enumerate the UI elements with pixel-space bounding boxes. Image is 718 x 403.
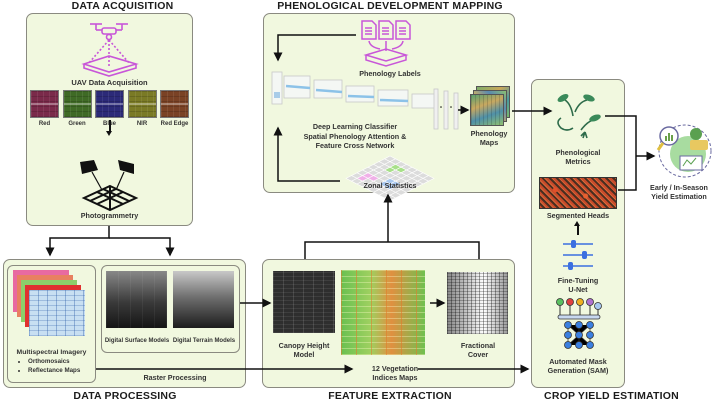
vegetation-indices-map-image	[341, 270, 425, 355]
fc-line-1: Fractional	[460, 341, 496, 350]
section-title-crop-yield-estimation: CROP YIELD ESTIMATION	[544, 390, 679, 402]
multispectral-stack-image	[13, 270, 93, 336]
vegetation-indices-label: 12 Vegetation Indices Maps	[355, 364, 435, 383]
digital-surface-model-image	[106, 271, 167, 328]
sam-line-2: Generation (SAM)	[547, 366, 609, 376]
unet-line-1: Fine-Tuning	[557, 276, 599, 285]
fractional-cover-image	[447, 272, 508, 334]
phenology-maps-line-2: Maps	[479, 138, 499, 148]
photogrammetry-icon	[80, 160, 139, 212]
canopy-height-model-label: Canopy Height Model	[268, 341, 340, 360]
zonal-statistics-grid-icon	[345, 155, 435, 200]
phenology-labels-icon	[361, 20, 411, 67]
band-label: NIR	[136, 121, 148, 127]
deep-learning-network-icon	[271, 71, 439, 109]
chm-line-2: Model	[293, 350, 315, 360]
classifier-line-2: Spatial Phenology Attention &	[303, 131, 407, 141]
dsm-label: Digital Surface Models	[104, 338, 170, 344]
band-image-red-edge	[160, 90, 189, 118]
band-image-blue	[95, 90, 124, 118]
band-image-red	[30, 90, 59, 118]
fractional-cover-label: Fractional Cover	[442, 341, 514, 360]
canopy-height-model-image	[273, 271, 335, 333]
zonal-statistics-label: Zonal Statistics	[363, 181, 417, 190]
yield-estimation-label: Early / In-Season Yield Estimation	[640, 183, 718, 202]
yield-line-2: Yield Estimation	[651, 192, 707, 202]
multispectral-bullets: Orthomosaics Reflectance Maps	[18, 358, 80, 376]
dtm-label: Digital Terrain Models	[172, 338, 236, 344]
sam-label: Automated Mask Generation (SAM)	[531, 357, 625, 376]
phenology-maps-image	[470, 86, 510, 126]
digital-terrain-model-image	[173, 271, 234, 328]
yield-estimation-icon	[656, 124, 712, 178]
segmented-heads-image	[539, 177, 617, 209]
sam-network-icon	[556, 298, 602, 349]
section-title-phenological-mapping: PHENOLOGICAL DEVELOPMENT MAPPING	[277, 0, 503, 12]
classifier-line-3: Feature Cross Network	[315, 141, 395, 151]
uav-data-acquisition-label: UAV Data Acquisition	[71, 78, 148, 87]
photogrammetry-label: Photogrammetry	[80, 211, 139, 220]
classifier-line-1: Deep Learning Classifier	[312, 122, 398, 131]
vi-line-1: 12 Vegetation	[371, 364, 419, 373]
section-title-data-processing: DATA PROCESSING	[73, 390, 177, 402]
bullet-reflectance-maps: Reflectance Maps	[28, 367, 80, 376]
deep-learning-classifier-label: Deep Learning Classifier Spatial Phenolo…	[290, 122, 420, 151]
chm-line-1: Canopy Height	[278, 341, 330, 350]
phenology-labels-label: Phenology Labels	[359, 69, 421, 78]
bullet-orthomosaics: Orthomosaics	[28, 358, 80, 367]
segmented-heads-label: Segmented Heads	[546, 211, 610, 220]
metrics-line-1: Phenological	[555, 148, 601, 157]
band-label: Green	[68, 121, 86, 127]
fine-tuning-unet-label: Fine-Tuning U-Net	[531, 276, 625, 295]
phenology-maps-label: Phenology Maps	[462, 129, 516, 148]
arrow-head	[574, 221, 580, 226]
phenological-metrics-label: Phenological Metrics	[531, 148, 625, 167]
sam-line-1: Automated Mask	[549, 357, 607, 366]
arrow-up	[577, 225, 579, 235]
band-label: Red Edge	[160, 121, 189, 127]
arrow-head	[106, 131, 112, 136]
section-title-data-acquisition: DATA ACQUISITION	[71, 0, 174, 12]
yield-line-1: Early / In-Season	[650, 183, 708, 192]
drone-icon	[81, 23, 139, 77]
metrics-line-2: Metrics	[565, 157, 591, 167]
multispectral-imagery-label: Multispectral Imagery	[16, 349, 87, 356]
dense-layers-icon	[433, 88, 459, 130]
raster-processing-label: Raster Processing	[143, 373, 207, 382]
fc-line-2: Cover	[467, 350, 489, 360]
plant-growth-icon	[557, 94, 601, 139]
section-title-feature-extraction: FEATURE EXTRACTION	[328, 390, 452, 402]
vi-line-2: Indices Maps	[372, 373, 418, 383]
phenology-maps-line-1: Phenology	[470, 129, 508, 138]
unet-line-2: U-Net	[568, 285, 588, 295]
band-image-nir	[127, 90, 157, 118]
fine-tuning-sliders-icon	[563, 240, 593, 270]
band-image-green	[62, 90, 92, 118]
arrow-down	[109, 120, 111, 132]
band-label: Red	[38, 121, 51, 127]
